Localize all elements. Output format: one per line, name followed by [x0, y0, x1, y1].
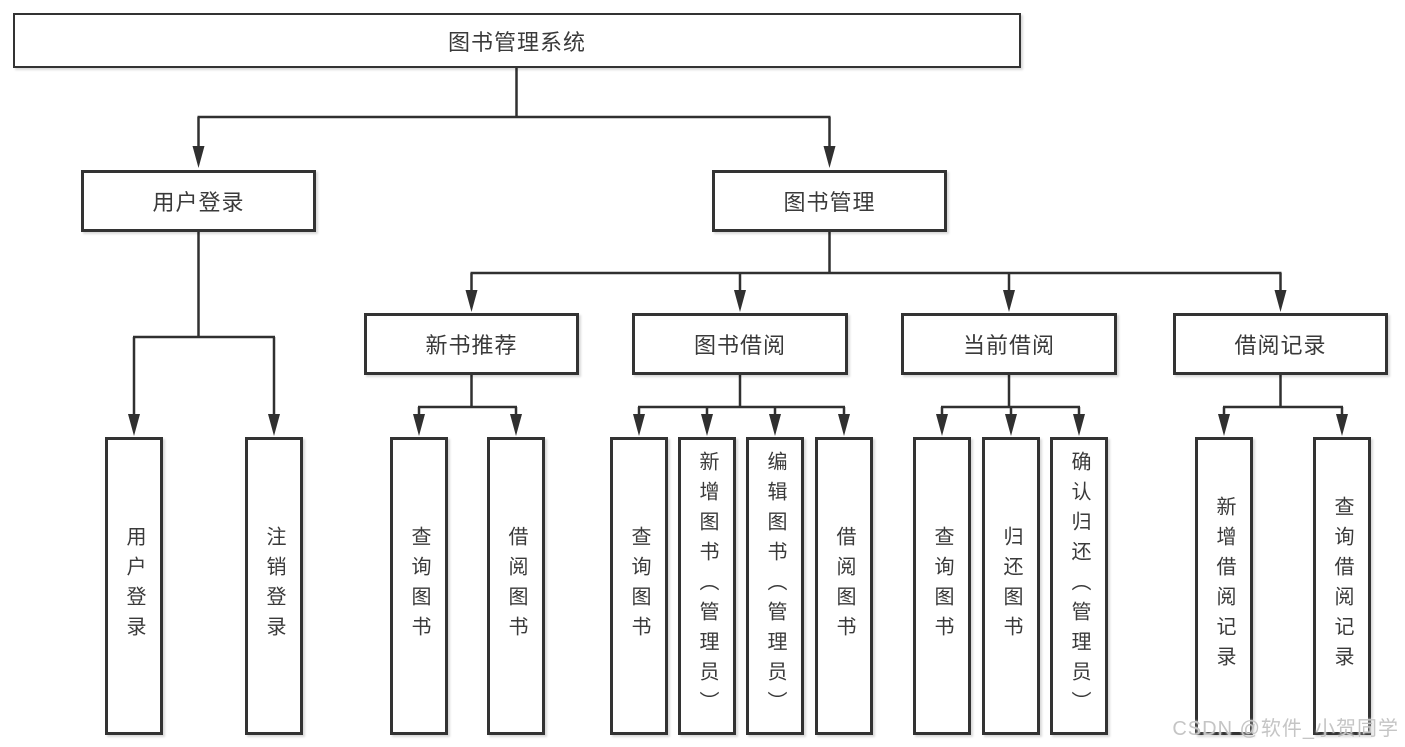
leaf-label: 确认归还（管理员）	[1068, 451, 1090, 721]
leaf-borrow-books-newbooks: 借阅图书	[487, 437, 545, 735]
node-label: 当前借阅	[962, 333, 1055, 358]
leaf-logout: 注销登录	[245, 437, 303, 735]
leaf-label: 查询借阅记录	[1331, 496, 1353, 676]
leaf-label: 查询图书	[628, 526, 650, 646]
leaf-user-login: 用户登录	[105, 437, 163, 735]
leaf-borrow-books-borrowing: 借阅图书	[815, 437, 873, 735]
node-label: 借阅记录	[1234, 333, 1327, 358]
leaf-add-borrow-record: 新增借阅记录	[1195, 437, 1253, 735]
node-label: 新书推荐	[425, 333, 518, 358]
leaf-label: 新增图书（管理员）	[696, 451, 718, 721]
node-borrowing-records: 借阅记录	[1173, 313, 1388, 375]
node-current-borrowing: 当前借阅	[901, 313, 1117, 375]
leaf-edit-books-admin: 编辑图书（管理员）	[746, 437, 804, 735]
leaf-confirm-return-admin: 确认归还（管理员）	[1050, 437, 1108, 735]
leaf-add-books-admin: 新增图书（管理员）	[678, 437, 736, 735]
leaf-label: 查询图书	[931, 526, 953, 646]
leaf-label: 查询图书	[408, 526, 430, 646]
node-user-login: 用户登录	[81, 170, 316, 232]
node-new-book-recommendation: 新书推荐	[364, 313, 579, 375]
node-label: 图书借阅	[693, 333, 786, 358]
leaf-search-books-current: 查询图书	[913, 437, 971, 735]
leaf-label: 注销登录	[263, 526, 285, 646]
node-label: 图书管理系统	[447, 29, 586, 55]
leaf-label: 新增借阅记录	[1213, 496, 1235, 676]
node-book-management: 图书管理	[712, 170, 947, 232]
csdn-watermark: CSDN @软件_小贺同学	[1172, 718, 1399, 740]
leaf-search-books-newbooks: 查询图书	[390, 437, 448, 735]
leaf-return-books: 归还图书	[982, 437, 1040, 735]
leaf-label: 编辑图书（管理员）	[764, 451, 786, 721]
node-book-borrowing: 图书借阅	[632, 313, 848, 375]
leaf-search-borrow-record: 查询借阅记录	[1313, 437, 1371, 735]
leaf-label: 归还图书	[1000, 526, 1022, 646]
node-root-library-system: 图书管理系统	[13, 13, 1021, 68]
leaf-label: 借阅图书	[505, 526, 527, 646]
leaf-label: 用户登录	[123, 526, 145, 646]
leaf-label: 借阅图书	[833, 526, 855, 646]
node-label: 用户登录	[152, 190, 245, 215]
leaf-search-books-borrowing: 查询图书	[610, 437, 668, 735]
node-label: 图书管理	[783, 190, 876, 215]
